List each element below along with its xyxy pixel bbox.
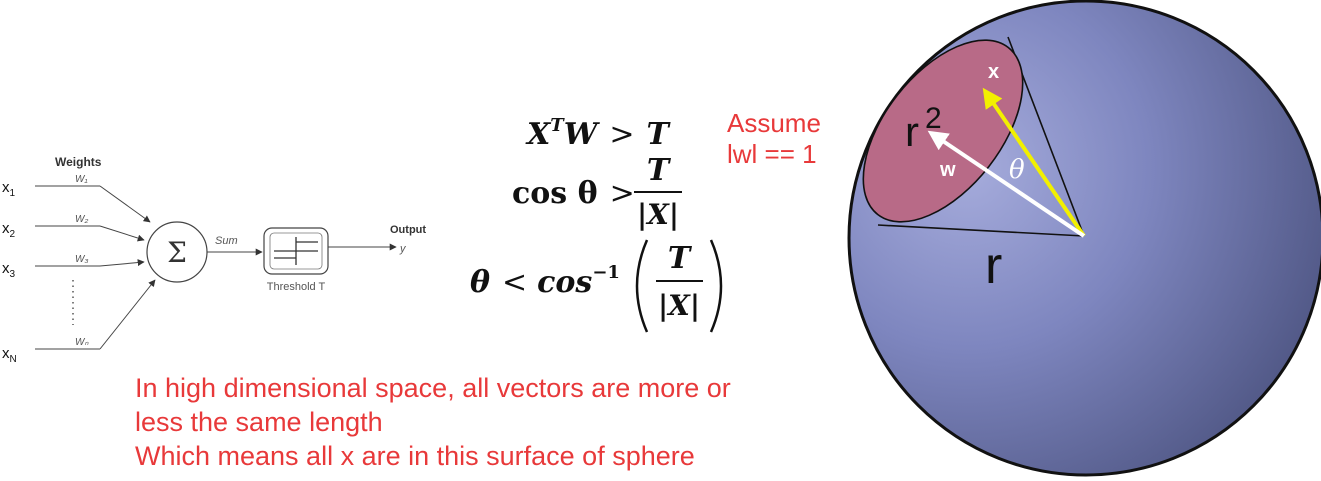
weights-title: Weights <box>55 155 102 169</box>
weight-label-1: W₁ <box>75 174 88 185</box>
output-var: y <box>399 243 407 255</box>
label-x: x <box>988 61 999 83</box>
input-label-xn: xN <box>2 345 17 365</box>
weight-label-n: Wₙ <box>75 337 89 348</box>
equation-2-denominator: |X| <box>637 198 679 231</box>
assume-note-line1: Assume <box>727 108 821 138</box>
threshold-label: Threshold T <box>267 281 326 293</box>
input-arrow-n <box>99 279 156 350</box>
weight-label-3: W₃ <box>75 254 88 265</box>
bottom-note-line3: Which means all x are in this surface of… <box>135 441 695 471</box>
input-label-x3: x3 <box>2 260 16 280</box>
equation-3-lhs: θ<cos−1 <box>470 262 620 300</box>
input-label-x1: x1 <box>2 179 16 199</box>
equation-3-left-paren <box>635 239 649 333</box>
step-function-icon <box>274 237 318 265</box>
bottom-note-line1: In high dimensional space, all vectors a… <box>135 373 731 403</box>
sum-symbol: Σ <box>167 236 187 269</box>
label-r: r <box>985 237 1002 295</box>
label-w: w <box>939 159 956 181</box>
perceptron-diagram: Weights x1 x2 x3 xN W₁ W₂ W₃ Wₙ Σ Sum Th… <box>2 155 426 365</box>
equation-3-right-paren <box>709 239 723 333</box>
equation-3-denominator: |X| <box>658 289 700 322</box>
vector-x-arrow <box>982 87 1086 238</box>
equations: XTW>T cos θ> T |X| θ<cos−1 T |X| <box>470 115 723 333</box>
equation-1: XTW>T <box>525 115 672 152</box>
assume-note-line2: lwl == 1 <box>727 139 817 169</box>
equation-3-numerator: T <box>668 241 693 276</box>
threshold-inner <box>269 232 323 270</box>
input-arrow-2 <box>99 225 145 242</box>
equation-2-numerator: T <box>647 153 672 188</box>
sum-label: Sum <box>215 235 238 247</box>
bottom-note-line2: less the same length <box>135 407 383 437</box>
equation-2-lhs: cos θ> <box>512 176 635 211</box>
output-label: Output <box>390 224 426 236</box>
vector-w-arrow <box>927 130 1086 238</box>
label-theta: θ <box>1009 155 1025 185</box>
weight-label-2: W₂ <box>75 214 88 225</box>
input-arrow-3 <box>99 259 145 267</box>
input-arrow-1 <box>99 185 151 223</box>
bottom-note: In high dimensional space, all vectors a… <box>135 373 731 471</box>
input-label-x2: x2 <box>2 220 16 240</box>
cone-edge-lower <box>877 224 1085 237</box>
